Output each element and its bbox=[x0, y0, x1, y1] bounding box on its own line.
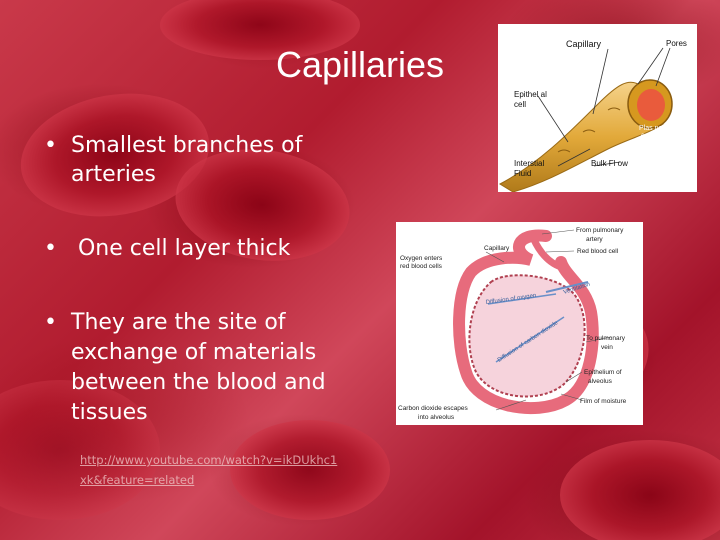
red-blood-cell-bg bbox=[560, 440, 720, 540]
ventilation-arrow bbox=[545, 281, 589, 293]
red-blood-cell-bg bbox=[160, 0, 360, 60]
capillary-vessel bbox=[453, 229, 599, 415]
label-oxygen-enters-1: Oxygen enters bbox=[400, 255, 443, 262]
label-epithelium-1: Epithelium of bbox=[584, 369, 622, 376]
label-bulk-flow: Bulk Fl ow bbox=[591, 159, 628, 168]
label-to-pulmonary-2: vein bbox=[601, 344, 613, 351]
bullet-line: They are the site of bbox=[71, 310, 286, 335]
label-co2-escapes-1: Carbon dioxide escapes bbox=[398, 405, 468, 412]
red-blood-cell-bg bbox=[0, 380, 160, 520]
pore-marks bbox=[557, 107, 621, 153]
pointer-line bbox=[537, 95, 569, 143]
capillary-diagram-svg: Capillary Pores Epithel al cell Plas na … bbox=[498, 39, 687, 193]
label-to-pulmonary-1: To pulmonary bbox=[586, 335, 626, 342]
alveolus-diagram: Capillary From pulmonary artery Red bloo… bbox=[396, 222, 643, 425]
pointer-line bbox=[557, 148, 591, 167]
bullet-line: arteries bbox=[71, 162, 156, 187]
pointer-line bbox=[655, 47, 671, 87]
bullet-dot: • bbox=[44, 236, 57, 261]
alveolus-wall bbox=[468, 274, 586, 398]
pointer-line bbox=[593, 161, 621, 167]
label-co2-escapes-2: into alveolus bbox=[418, 414, 455, 421]
label-epithelial-2: cell bbox=[514, 100, 526, 109]
label-epithelial-1: Epithel al bbox=[514, 90, 547, 99]
capillary-lumen bbox=[637, 89, 665, 121]
alveolus-diagram-svg: Capillary From pulmonary artery Red bloo… bbox=[398, 227, 627, 421]
label-epithelium-2: alveolus bbox=[588, 378, 613, 385]
bullet-line: One cell layer thick bbox=[71, 236, 291, 261]
label-capillary: Capillary bbox=[484, 245, 510, 252]
youtube-link[interactable]: http://www.youtube.com/watch?v=ikDUkhc1 … bbox=[80, 450, 337, 490]
label-capillary: Capillary bbox=[566, 39, 602, 49]
vessel-top bbox=[527, 230, 563, 271]
capillary-diagram: Capillary Pores Epithel al cell Plas na … bbox=[498, 24, 697, 193]
bullet-dot: • bbox=[44, 133, 57, 158]
label-pores: Pores bbox=[666, 39, 687, 48]
label-interstitial-2: Fluid bbox=[514, 169, 531, 178]
bullet-dot: • bbox=[44, 310, 57, 335]
bullet-line: exchange of materials bbox=[71, 340, 317, 365]
label-plasma-2: fluid bbox=[641, 134, 654, 141]
bullet-line: between the blood and bbox=[71, 370, 326, 395]
slide-title: Capillaries bbox=[275, 44, 445, 85]
bullet-line: tissues bbox=[71, 400, 148, 425]
label-red-blood-cell: Red blood cell bbox=[577, 248, 619, 255]
diffusion-oxygen-arrow bbox=[487, 293, 557, 305]
link-line: http://www.youtube.com/watch?v=ikDUkhc1 bbox=[80, 453, 338, 467]
pointer-line bbox=[592, 48, 609, 115]
label-oxygen-enters-2: red blood cells bbox=[400, 263, 443, 270]
link-line: xk&feature=related bbox=[80, 473, 195, 487]
pointer-lines bbox=[485, 229, 612, 411]
red-blood-cell-bg bbox=[230, 420, 390, 520]
label-film-moisture: Film of moisture bbox=[580, 398, 627, 405]
bullet-line: Smallest branches of bbox=[71, 133, 303, 158]
pointer-line bbox=[637, 47, 664, 85]
label-from-pulmonary-1: From pulmonary bbox=[576, 227, 624, 234]
diffusion-co2-arrow bbox=[495, 316, 565, 363]
label-from-pulmonary-2: artery bbox=[586, 236, 603, 243]
label-plasma-1: Plas na bbox=[639, 125, 662, 132]
label-interstitial-1: Interstial bbox=[514, 159, 544, 168]
